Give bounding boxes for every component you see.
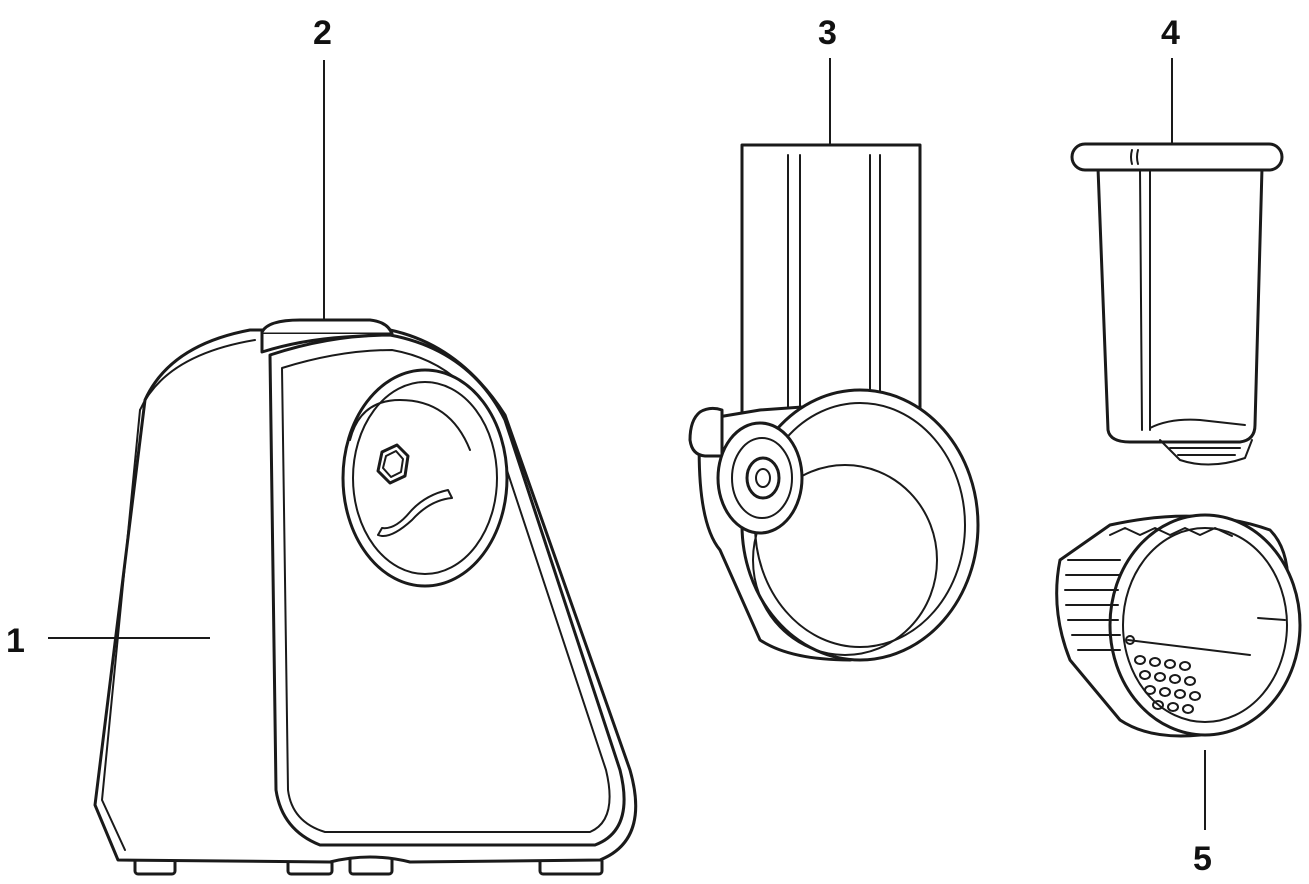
grater-holes: [1134, 655, 1201, 714]
drum-holder-with-chute: [688, 143, 980, 662]
callout-5: 5: [1193, 840, 1212, 878]
callout-1: 1: [6, 622, 25, 660]
motor-base-unit: [93, 318, 638, 876]
callout-3: 3: [818, 14, 837, 52]
callout-4: 4: [1161, 14, 1180, 52]
food-pusher: [1070, 142, 1284, 466]
grating-drum: [1055, 513, 1302, 738]
callout-2: 2: [313, 14, 332, 52]
